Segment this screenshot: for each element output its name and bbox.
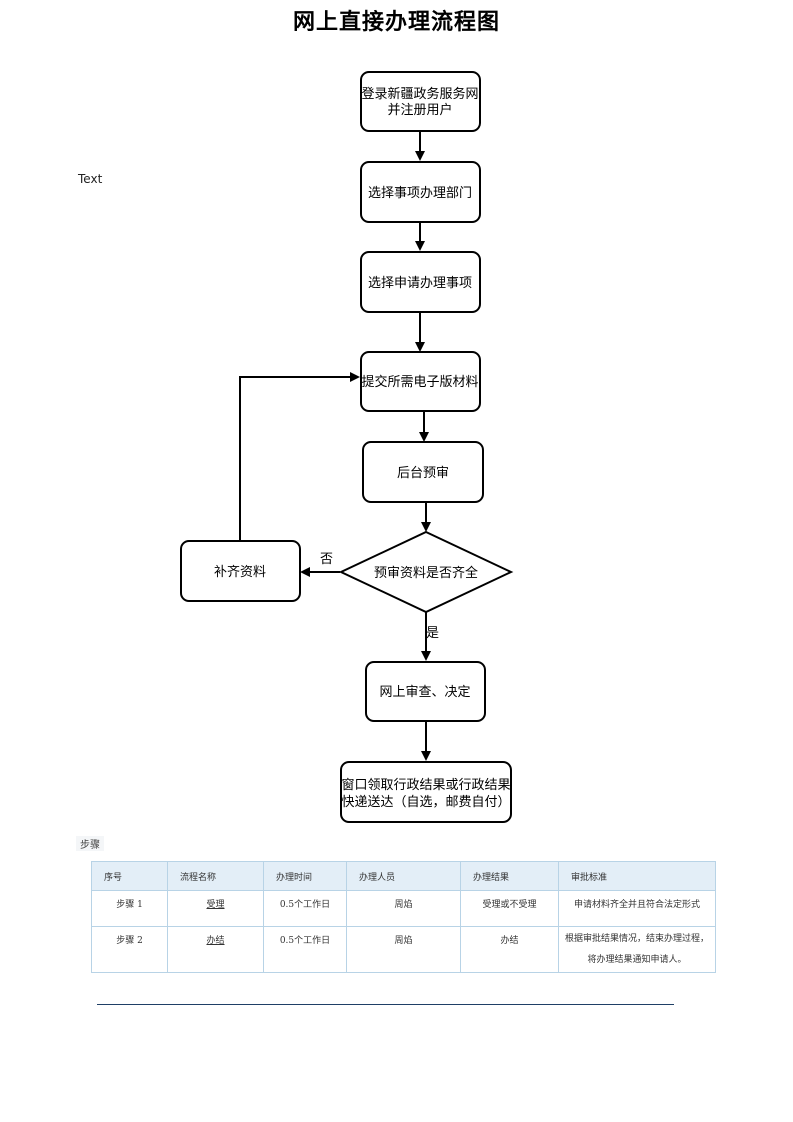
cell-time: 0.5个工作日 — [263, 890, 347, 927]
step-supplement-materials — [180, 540, 301, 602]
step-online-review — [365, 661, 486, 722]
steps-heading: 步骤 — [76, 836, 104, 851]
edge-label-yes: 是 — [426, 626, 439, 641]
step-collect-result-label-1: 窗口领取行政结果或行政结果 — [341, 777, 510, 793]
step-register — [360, 71, 481, 132]
cell-staff: 周焰 — [346, 890, 461, 927]
step-register-label-1: 登录新疆政务服务网 — [361, 86, 478, 102]
cell-staff: 周焰 — [346, 926, 461, 973]
text-placeholder: Text — [78, 172, 103, 186]
step-select-item-label: 选择申请办理事项 — [368, 276, 472, 291]
cell-time: 0.5个工作日 — [263, 926, 347, 973]
step-supplement-materials-label: 补齐资料 — [214, 564, 266, 580]
step-select-department-label: 选择事项办理部门 — [368, 186, 472, 201]
process-table: 序号 流程名称 办理时间 办理人员 办理结果 审批标准 步骤 1 受理 0.5个… — [91, 861, 716, 973]
cell-standard: 申请材料齐全并且符合法定形式 — [558, 890, 716, 927]
flowchart: 登录新疆政务服务网 并注册用户 选择事项办理部门 选择申请办理事项 提交所需电子… — [180, 71, 514, 823]
header-result: 办理结果 — [460, 861, 559, 891]
decision-materials-complete-label: 预审资料是否齐全 — [374, 565, 478, 581]
step-submit-materials-label: 提交所需电子版材料 — [361, 374, 478, 390]
header-name: 流程名称 — [167, 861, 264, 891]
step-select-department — [360, 161, 481, 223]
table-row: 步骤 2 办结 0.5个工作日 周焰 办结 根据审批结果情况，结束办理过程， 将办… — [91, 926, 716, 973]
header-standard: 审批标准 — [558, 861, 716, 891]
cell-name-link[interactable]: 办结 — [167, 926, 264, 973]
table-row: 步骤 1 受理 0.5个工作日 周焰 受理或不受理 申请材料齐全并且符合法定形式 — [91, 890, 716, 927]
step-select-item — [360, 251, 481, 313]
step-online-review-label: 网上审查、决定 — [379, 685, 470, 700]
cell-standard-line: 根据审批结果情况，结束办理过程， — [564, 934, 709, 944]
header-seq: 序号 — [91, 861, 168, 891]
step-register-label-2: 并注册用户 — [387, 102, 452, 118]
cell-seq: 步骤 1 — [91, 890, 168, 927]
step-pre-review — [362, 441, 484, 503]
cell-standard-line: 申请材料齐全并且符合法定形式 — [573, 900, 700, 910]
step-pre-review-label: 后台预审 — [397, 466, 449, 481]
cell-result: 办结 — [460, 926, 559, 973]
table-header-row: 序号 流程名称 办理时间 办理人员 办理结果 审批标准 — [91, 861, 716, 891]
arrow-supplement-back — [239, 372, 360, 541]
edge-label-no: 否 — [320, 552, 333, 567]
cell-result: 受理或不受理 — [460, 890, 559, 927]
cell-standard-line: 将办理结果通知申请人。 — [587, 955, 687, 965]
header-staff: 办理人员 — [346, 861, 461, 891]
decision-materials-complete — [338, 530, 514, 614]
step-collect-result-label-2: 快递送达（自选，邮费自付） — [341, 795, 510, 810]
header-time: 办理时间 — [263, 861, 347, 891]
divider-line — [97, 1004, 674, 1005]
step-submit-materials — [360, 351, 481, 412]
cell-seq: 步骤 2 — [91, 926, 168, 973]
cell-standard: 根据审批结果情况，结束办理过程， 将办理结果通知申请人。 — [558, 926, 716, 973]
step-collect-result — [340, 761, 512, 823]
page-title: 网上直接办理流程图 — [292, 9, 500, 35]
cell-name-link[interactable]: 受理 — [167, 890, 264, 927]
